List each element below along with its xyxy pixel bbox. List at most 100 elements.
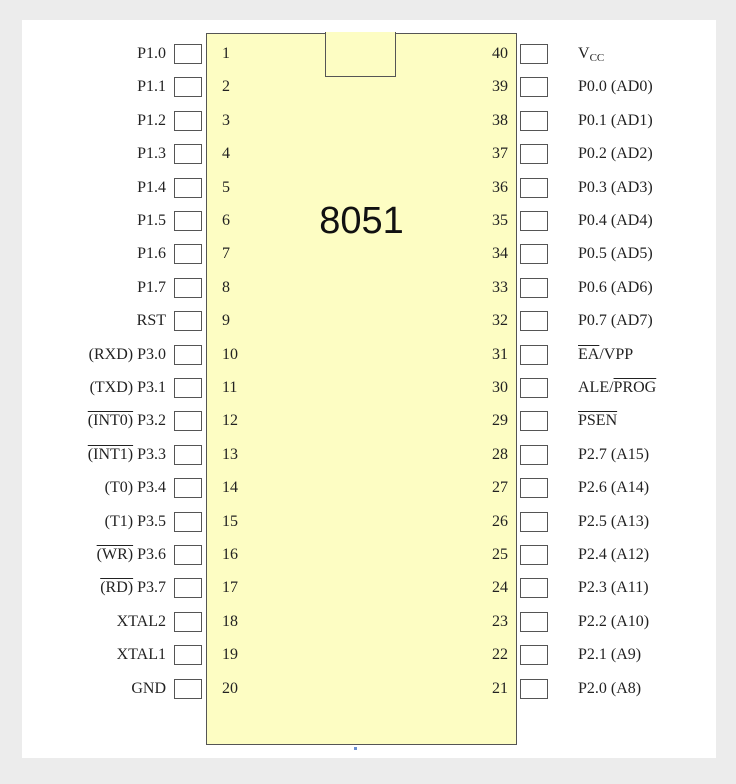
pin-label-active-low: (WR) (96, 546, 134, 563)
pin-5-label: P1.4 (137, 178, 166, 196)
pin-14-number: 14 (222, 479, 238, 497)
pin-21-number: 21 (492, 679, 508, 697)
pin-31-label: EA/VPP (578, 345, 633, 365)
pin-29-number: 29 (492, 412, 508, 430)
pin-7-number: 7 (222, 245, 230, 263)
pin-27-number: 27 (492, 479, 508, 497)
pin-26-label: P2.5 (A13) (578, 512, 650, 530)
pin-18-lead (174, 611, 202, 632)
pin-36-lead (520, 177, 548, 198)
pin-35-label: P0.4 (AD4) (578, 212, 653, 229)
pin-11-number: 11 (222, 379, 238, 396)
pin-label-suffix: P3.7 (133, 579, 166, 597)
pin-7-lead (174, 244, 202, 265)
pin-21-label: P2.0 (A8) (578, 679, 642, 697)
pin-3-lead (174, 110, 202, 131)
pin-9-label: RST (136, 312, 166, 330)
pin-6-number: 6 (222, 212, 230, 229)
pin-40-lead (520, 44, 548, 64)
pin-16-number: 16 (222, 546, 238, 563)
pin-17-lead (174, 578, 202, 599)
pin-30-label: ALE/PROG (578, 378, 656, 398)
pin-4-label: P1.3 (137, 145, 166, 163)
pin-9-number: 9 (222, 312, 230, 330)
pin-27-lead (520, 478, 548, 499)
pin-label-suffix: P3.3 (133, 445, 166, 463)
pin-label-main: V (578, 45, 590, 62)
pin-13-label: (INT1) P3.3 (88, 445, 166, 465)
pin-32-lead (520, 311, 548, 332)
pin-3-number: 3 (222, 111, 230, 129)
pin-30-number: 30 (492, 379, 508, 396)
pin-label-active-low: (RD) (100, 579, 134, 597)
pin-31-number: 31 (492, 345, 508, 363)
pin-12-number: 12 (222, 412, 238, 430)
pin-15-lead (174, 511, 202, 532)
pin-34-number: 34 (492, 245, 508, 263)
chip-notch (325, 32, 396, 77)
pin-31-lead (520, 344, 548, 365)
pin-18-number: 18 (222, 612, 238, 630)
pin-10-number: 10 (222, 345, 238, 363)
pin-36-label: P0.3 (AD3) (578, 178, 653, 196)
pin-17-number: 17 (222, 579, 238, 597)
pin-37-lead (520, 144, 548, 165)
pin-27-label: P2.6 (A14) (578, 479, 650, 497)
pin-7-label: P1.6 (137, 245, 166, 263)
pin-29-label: PSEN (578, 411, 617, 431)
pin-label-active-low: PSEN (578, 412, 618, 430)
pin-28-lead (520, 444, 548, 465)
pin-1-number: 1 (222, 45, 230, 62)
pin-39-label: P0.0 (AD0) (578, 78, 653, 96)
pin-30-lead (520, 378, 548, 398)
pin-6-lead (174, 211, 202, 231)
pin-12-lead (174, 411, 202, 432)
pin-19-label: XTAL1 (116, 646, 166, 664)
pin-3-label: P1.2 (137, 111, 166, 129)
pin-38-number: 38 (492, 111, 508, 129)
pin-20-number: 20 (222, 679, 238, 697)
pin-39-lead (520, 77, 548, 98)
pin-label-active-low: (INT0) (87, 412, 134, 430)
pin-2-lead (174, 77, 202, 98)
pin-13-lead (174, 444, 202, 465)
pin-1-label: P1.0 (137, 45, 166, 62)
pin-4-number: 4 (222, 145, 230, 163)
pin-14-label: (T0) P3.4 (104, 479, 166, 497)
pin-38-label: P0.1 (AD1) (578, 111, 653, 129)
pin-28-label: P2.7 (A15) (578, 445, 650, 463)
pin-35-number: 35 (492, 212, 508, 229)
pin-5-lead (174, 177, 202, 198)
pin-32-number: 32 (492, 312, 508, 330)
pin-35-lead (520, 211, 548, 231)
pin-label-active-low: EA (578, 345, 600, 363)
pin-11-label: (TXD) P3.1 (89, 379, 166, 396)
pin-15-label: (T1) P3.5 (104, 512, 166, 530)
pin-14-lead (174, 478, 202, 499)
pin-37-number: 37 (492, 145, 508, 163)
pin-label-suffix: /VPP (599, 345, 634, 363)
pin-9-lead (174, 311, 202, 332)
pin-8-label: P1.7 (137, 278, 166, 296)
pin-4-lead (174, 144, 202, 165)
pin-5-number: 5 (222, 178, 230, 196)
pin-label-suffix: P3.6 (133, 546, 166, 563)
pin-18-label: XTAL2 (116, 612, 166, 630)
pin-22-label: P2.1 (A9) (578, 646, 642, 664)
pin-20-lead (174, 678, 202, 699)
pin-12-label: (INT0) P3.2 (88, 411, 166, 431)
pin-24-label: P2.3 (A11) (578, 579, 649, 597)
pin-16-label: (WR) P3.6 (97, 545, 166, 565)
pin-28-number: 28 (492, 445, 508, 463)
pin-2-number: 2 (222, 78, 230, 96)
pin-25-number: 25 (492, 546, 508, 563)
pin-40-number: 40 (492, 45, 508, 62)
pin-32-label: P0.7 (AD7) (578, 312, 653, 330)
pin-34-label: P0.5 (AD5) (578, 245, 653, 263)
pin-33-label: P0.6 (AD6) (578, 278, 653, 296)
pin-10-lead (174, 344, 202, 365)
pin-19-number: 19 (222, 646, 238, 664)
pin-label-subscript: CC (589, 52, 605, 64)
pin-26-number: 26 (492, 512, 508, 530)
